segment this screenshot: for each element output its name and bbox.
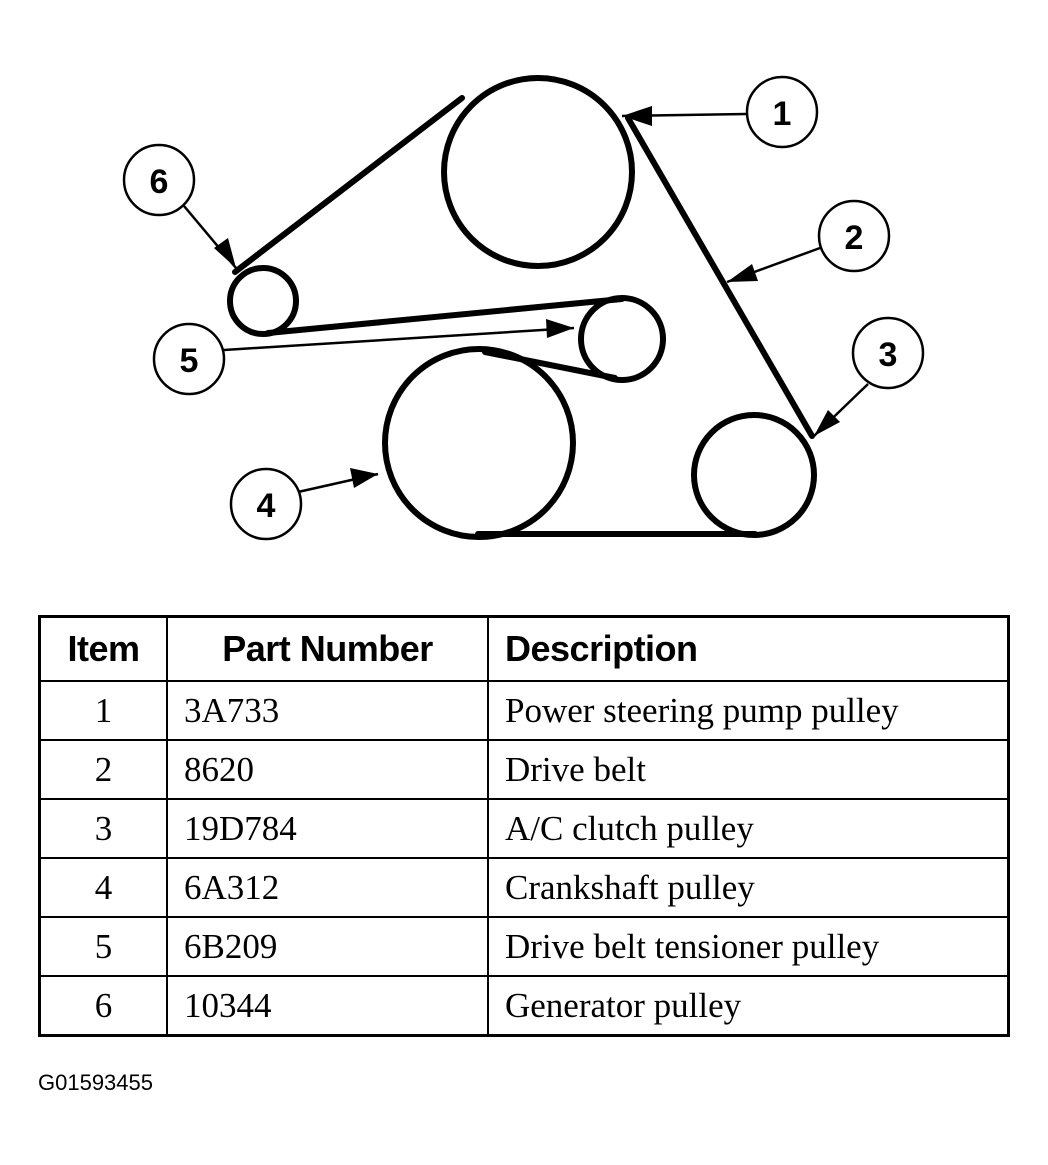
ac-clutch-pulley — [691, 412, 817, 538]
callout-4: 4 — [229, 467, 303, 541]
row-item: 5 — [38, 916, 168, 977]
row-item: 4 — [38, 857, 168, 918]
row-description: A/C clutch pulley — [487, 798, 1010, 859]
row-description: Generator pulley — [487, 975, 1010, 1037]
callout-4-label: 4 — [257, 487, 276, 525]
header-item: Item — [38, 615, 168, 682]
row-description: Drive belt — [487, 739, 1010, 800]
figure-id: G01593455 — [38, 1070, 153, 1095]
row-part-number: 10344 — [166, 975, 489, 1037]
table-row: 3 19D784 A/C clutch pulley — [38, 798, 1010, 859]
callout-6-label: 6 — [150, 163, 169, 201]
row-description: Crankshaft pulley — [487, 857, 1010, 918]
callout-6: 6 — [122, 143, 196, 217]
leader-lines — [183, 106, 869, 494]
header-description: Description — [487, 615, 1010, 682]
row-part-number: 6B209 — [166, 916, 489, 977]
callout-3-label: 3 — [879, 336, 898, 374]
crankshaft-pulley — [382, 346, 576, 540]
table-header-row: Item Part Number Description — [38, 615, 1010, 682]
drive-belt — [232, 95, 815, 537]
parts-table: Item Part Number Description 1 3A733 Pow… — [38, 615, 1010, 1037]
callout-2-label: 2 — [845, 219, 864, 257]
tensioner-pulley — [578, 295, 666, 383]
callout-5-label: 5 — [180, 342, 199, 380]
row-description: Power steering pump pulley — [487, 680, 1010, 741]
row-item: 3 — [38, 798, 168, 859]
table-row: 1 3A733 Power steering pump pulley — [38, 680, 1010, 741]
callout-1-label: 1 — [773, 95, 792, 133]
table-row: 5 6B209 Drive belt tensioner pulley — [38, 916, 1010, 977]
belt-routing-diagram: 1 2 3 4 5 6 — [122, 75, 925, 541]
callout-2: 2 — [817, 199, 891, 273]
header-part-number: Part Number — [166, 615, 489, 682]
table-row: 6 10344 Generator pulley — [38, 975, 1010, 1037]
callout-5: 5 — [152, 322, 226, 396]
power-steering-pump-pulley — [441, 75, 635, 269]
row-description: Drive belt tensioner pulley — [487, 916, 1010, 977]
table-row: 4 6A312 Crankshaft pulley — [38, 857, 1010, 918]
row-item: 1 — [38, 680, 168, 741]
generator-pulley — [227, 265, 299, 337]
table-row: 2 8620 Drive belt — [38, 739, 1010, 800]
row-item: 6 — [38, 975, 168, 1037]
callout-1: 1 — [745, 75, 819, 149]
callout-3: 3 — [851, 316, 925, 390]
row-part-number: 19D784 — [166, 798, 489, 859]
row-item: 2 — [38, 739, 168, 800]
row-part-number: 8620 — [166, 739, 489, 800]
row-part-number: 3A733 — [166, 680, 489, 741]
row-part-number: 6A312 — [166, 857, 489, 918]
